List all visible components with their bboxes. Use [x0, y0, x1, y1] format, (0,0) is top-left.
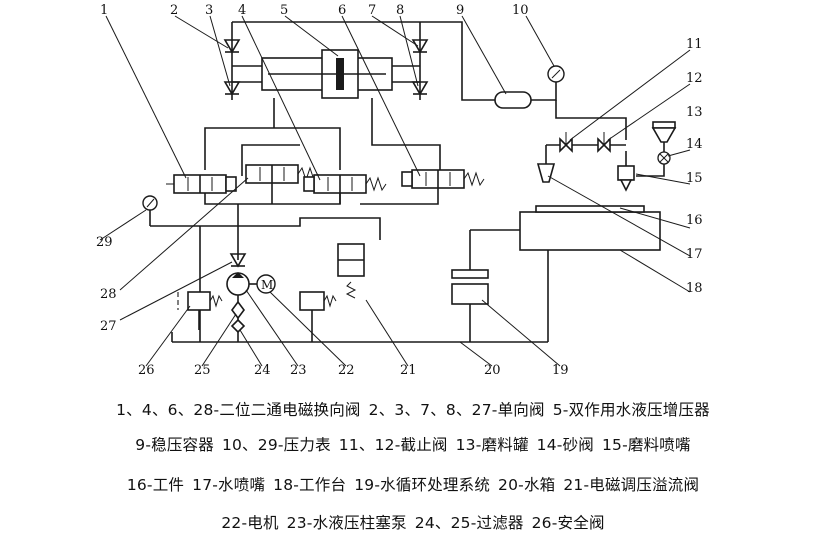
callout-22: 22	[338, 363, 355, 378]
legend-item: 10、29-压力表	[221, 436, 331, 454]
check-valve-7	[411, 39, 429, 54]
pressure-gauge-29	[142, 195, 158, 211]
legend-item: 21-电磁调压溢流阀	[563, 476, 700, 494]
legend-item: 18-工作台	[273, 476, 347, 494]
callout-5: 5	[280, 3, 288, 18]
check-valve-2	[223, 39, 241, 54]
legend-item: 24、25-过滤器	[414, 514, 524, 532]
legend-line-4: 22-电机 23-水液压柱塞泵 24、25-过滤器 26-安全阀	[0, 511, 826, 533]
solenoid-valve-6	[401, 169, 485, 189]
callout-7: 7	[368, 3, 376, 18]
callout-14: 14	[686, 137, 703, 152]
pressure-gauge-10	[547, 65, 565, 83]
safety-valve-26	[177, 291, 223, 330]
legend-item: 20-水箱	[498, 476, 556, 494]
legend-item: 2、3、7、8、27-单向阀	[368, 401, 545, 419]
legend-item: 23-水液压柱塞泵	[286, 514, 407, 532]
solenoid-valve-4	[303, 174, 387, 194]
workpiece-16	[535, 205, 645, 213]
callout-25: 25	[194, 363, 211, 378]
solenoid-valve-1	[166, 174, 237, 194]
callout-1: 1	[100, 3, 108, 18]
callout-12: 12	[686, 71, 703, 86]
legend-item: 13-磨料罐	[455, 436, 529, 454]
callout-18: 18	[686, 281, 703, 296]
legend-item: 9-稳压容器	[135, 436, 214, 454]
callout-2: 2	[170, 3, 178, 18]
sand-valve-14	[657, 151, 671, 165]
filter-25	[230, 318, 246, 334]
top-outlet-line	[232, 21, 495, 101]
relief-valve-21	[299, 243, 365, 342]
abrasive-nozzle-15	[617, 165, 635, 192]
legend-item: 1、4、6、28-二位二通电磁换向阀	[116, 401, 361, 419]
stop-valve-11	[559, 132, 573, 153]
callout-numbers: 1 2 3 4 5 6 7 8 9 10 11 12 13 14 15 16 1…	[96, 3, 703, 378]
legend-item: 17-水喷嘴	[192, 476, 266, 494]
callout-10: 10	[512, 3, 529, 18]
legend-item: 19-水循环处理系统	[354, 476, 491, 494]
legend-item: 26-安全阀	[531, 514, 605, 532]
callout-13: 13	[686, 105, 703, 120]
legend-line-1: 1、4、6、28-二位二通电磁换向阀 2、3、7、8、27-单向阀 5-双作用水液压…	[0, 398, 826, 420]
callout-8: 8	[396, 3, 404, 18]
callout-3: 3	[205, 3, 213, 18]
callout-24: 24	[254, 363, 271, 378]
callout-4: 4	[238, 3, 246, 18]
callout-17: 17	[686, 247, 703, 262]
callout-16: 16	[686, 213, 703, 228]
filter-24	[231, 300, 245, 320]
abrasive-tank-13	[651, 121, 677, 143]
hydraulic-system-diagram: M	[96, 3, 703, 378]
callout-15: 15	[686, 171, 703, 186]
callout-28: 28	[100, 287, 117, 302]
callout-21: 21	[400, 363, 417, 378]
legend-item: 5-双作用水液压增压器	[552, 401, 710, 419]
callout-11: 11	[686, 37, 703, 52]
legend-line-2: 9-稳压容器 10、29-压力表 11、12-截止阀 13-磨料罐 14-砂阀 15-磨料…	[0, 433, 826, 455]
callout-6: 6	[338, 3, 346, 18]
callout-29: 29	[96, 235, 113, 250]
legend-item: 15-磨料喷嘴	[601, 436, 691, 454]
worktable-18	[519, 211, 661, 251]
intensifier-5	[232, 49, 420, 99]
callout-9: 9	[456, 3, 464, 18]
water-recirculation-19	[451, 230, 489, 342]
legend-item: 22-电机	[221, 514, 279, 532]
legend-item: 11、12-截止阀	[338, 436, 448, 454]
check-valve-27	[229, 253, 247, 268]
accumulator-9	[494, 91, 532, 109]
motor-22: M	[256, 274, 276, 294]
callout-23: 23	[290, 363, 307, 378]
motor-label: M	[261, 278, 273, 292]
legend-item: 14-砂阀	[536, 436, 594, 454]
water-nozzle-17	[536, 163, 556, 183]
legend-line-3: 16-工件 17-水喷嘴 18-工作台 19-水循环处理系统 20-水箱 21-电磁调压溢…	[0, 473, 826, 495]
callout-27: 27	[100, 319, 117, 334]
callout-26: 26	[138, 363, 155, 378]
plunger-pump-23	[226, 272, 258, 296]
leader-lines	[99, 15, 691, 367]
callout-20: 20	[484, 363, 501, 378]
legend-item: 16-工件	[126, 476, 185, 494]
stop-valve-12	[597, 132, 611, 153]
callout-19: 19	[552, 363, 569, 378]
